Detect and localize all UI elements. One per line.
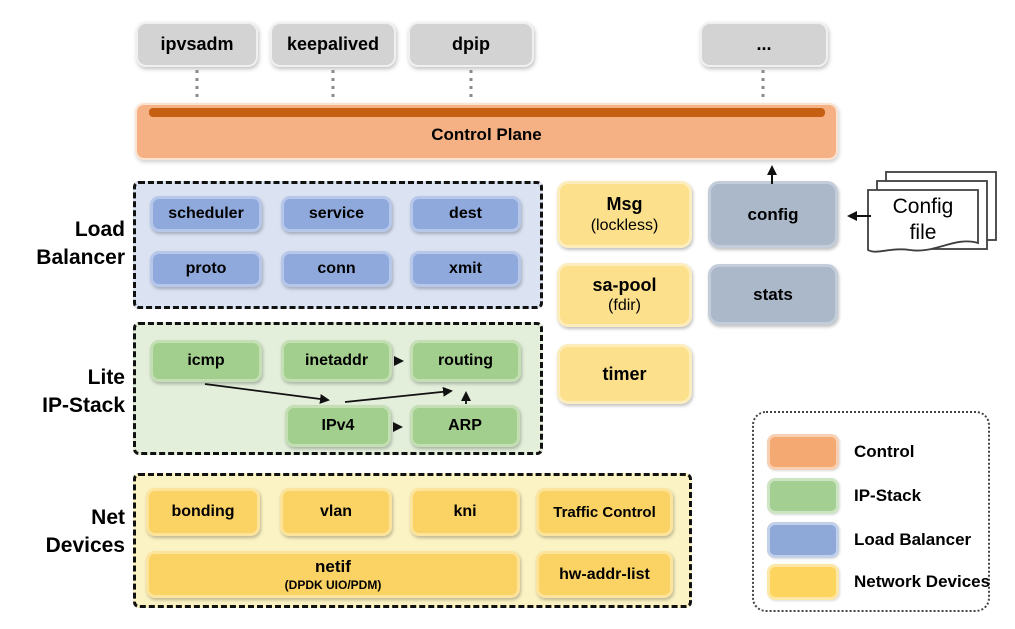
legend-item-ip-stack: IP-Stack <box>767 478 921 514</box>
module-netif: netif (DPDK UIO/PDM) <box>146 551 520 598</box>
module-kni: kni <box>410 488 520 536</box>
section-label-load-balancer: Load Balancer <box>10 216 125 272</box>
control-plane-accent-strip <box>149 108 825 117</box>
module-arp: ARP <box>410 405 520 447</box>
legend-label: Control <box>854 442 915 461</box>
module-routing: routing <box>410 340 521 382</box>
section-label-line: Balancer <box>36 246 125 269</box>
config-file-label-line: Config <box>892 195 954 218</box>
legend-swatch-network-devices <box>767 564 839 600</box>
module-bonding: bonding <box>146 488 260 536</box>
module-vlan: vlan <box>280 488 392 536</box>
module-inetaddr: inetaddr <box>281 340 392 382</box>
control-plane-bar: Control Plane <box>135 103 838 160</box>
tool-box-more: ... <box>700 22 828 67</box>
module-scheduler: scheduler <box>150 196 262 232</box>
module-msg: Msg (lockless) <box>557 181 692 248</box>
legend-label: Network Devices <box>854 572 991 591</box>
module-traffic-control: Traffic Control <box>536 488 673 536</box>
section-label-ip-stack: Lite IP-Stack <box>10 364 125 420</box>
config-file-label-line: file <box>909 221 937 244</box>
module-stats: stats <box>708 264 838 325</box>
legend-item-load-balancer: Load Balancer <box>767 522 971 558</box>
tool-box-dpip: dpip <box>408 22 534 67</box>
module-proto: proto <box>150 251 262 287</box>
legend-swatch-control <box>767 434 839 470</box>
tool-box-ipvsadm: ipvsadm <box>136 22 258 67</box>
section-label-net-devices: Net Devices <box>10 504 125 560</box>
legend-item-network-devices: Network Devices <box>767 564 990 600</box>
legend-box: Control IP-Stack Load Balancer Network D… <box>752 411 990 612</box>
module-config: config <box>708 181 838 248</box>
tool-box-keepalived: keepalived <box>270 22 396 67</box>
netif-subtitle: (DPDK UIO/PDM) <box>284 577 382 592</box>
module-xmit: xmit <box>410 251 521 287</box>
section-label-line: Lite <box>87 366 125 389</box>
msg-subtitle: (lockless) <box>590 216 659 234</box>
legend-label: IP-Stack <box>854 486 922 505</box>
section-label-line: Load <box>74 218 125 241</box>
config-file-label: Config file <box>868 194 978 246</box>
legend-swatch-load-balancer <box>767 522 839 558</box>
sa-pool-subtitle: (fdir) <box>608 297 641 315</box>
section-label-line: IP-Stack <box>42 394 125 417</box>
legend-label: Load Balancer <box>854 530 972 549</box>
module-timer: timer <box>557 344 692 404</box>
legend-item-control: Control <box>767 434 914 470</box>
module-dest: dest <box>410 196 521 232</box>
section-label-line: Net <box>91 506 125 529</box>
module-service: service <box>281 196 392 232</box>
msg-title: Msg <box>606 194 643 215</box>
module-hw-addr-list: hw-addr-list <box>536 551 673 598</box>
legend-swatch-ip-stack <box>767 478 839 514</box>
module-icmp: icmp <box>150 340 262 382</box>
section-label-line: Devices <box>45 534 125 557</box>
module-sa-pool: sa-pool (fdir) <box>557 263 692 327</box>
module-conn: conn <box>281 251 392 287</box>
module-ipv4: IPv4 <box>285 405 391 447</box>
netif-title: netif <box>315 557 351 577</box>
control-plane-label: Control Plane <box>431 124 542 144</box>
sa-pool-title: sa-pool <box>592 274 657 295</box>
